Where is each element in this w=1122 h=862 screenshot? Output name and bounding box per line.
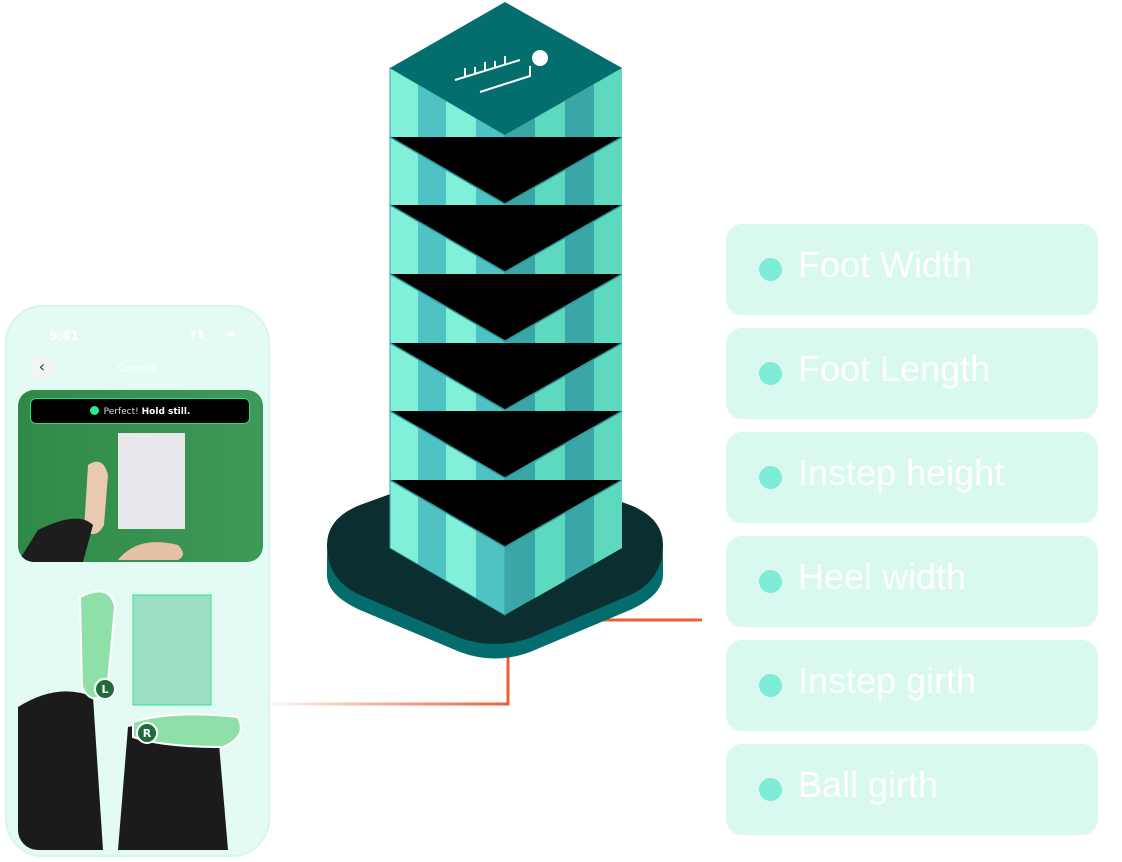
bullet-icon xyxy=(759,778,782,801)
screen-title: Camera xyxy=(117,363,158,374)
measurement-card-foot-length: Foot Length xyxy=(726,328,1098,419)
foot-detection-view: L R xyxy=(18,577,263,850)
status-toast: Perfect! Hold still. xyxy=(30,398,250,424)
bullet-icon xyxy=(759,258,782,281)
bullet-icon xyxy=(759,570,782,593)
camera-preview: Perfect! Hold still. xyxy=(18,390,263,562)
ruler-icon xyxy=(454,50,548,93)
measurement-card-ball-girth: Ball girth xyxy=(726,744,1098,835)
check-icon xyxy=(89,406,99,415)
bullet-icon xyxy=(759,466,782,489)
paper-sheet xyxy=(118,433,185,529)
bullet-icon xyxy=(759,362,782,385)
measurement-card-instep-girth: Instep girth xyxy=(726,640,1098,731)
left-foot-badge: L xyxy=(101,683,108,696)
phone-mockup: 9:41 ▮▮ ◠ ▬ ‹ Camera Perfect! Hold still… xyxy=(5,305,270,857)
status-icons: ▮▮ ◠ ▬ xyxy=(190,329,238,340)
tower-top xyxy=(390,2,622,135)
measurement-card-foot-width: Foot Width xyxy=(726,224,1098,315)
tower-right-face xyxy=(505,68,622,615)
status-time: 9:41 xyxy=(49,329,79,343)
measurement-card-instep-height: Instep height xyxy=(726,432,1098,523)
feet-photo xyxy=(18,461,183,562)
back-button[interactable]: ‹ xyxy=(29,355,55,381)
right-foot-badge: R xyxy=(143,727,152,740)
measurement-card-heel-width: Heel width xyxy=(726,536,1098,627)
bullet-icon xyxy=(759,674,782,697)
